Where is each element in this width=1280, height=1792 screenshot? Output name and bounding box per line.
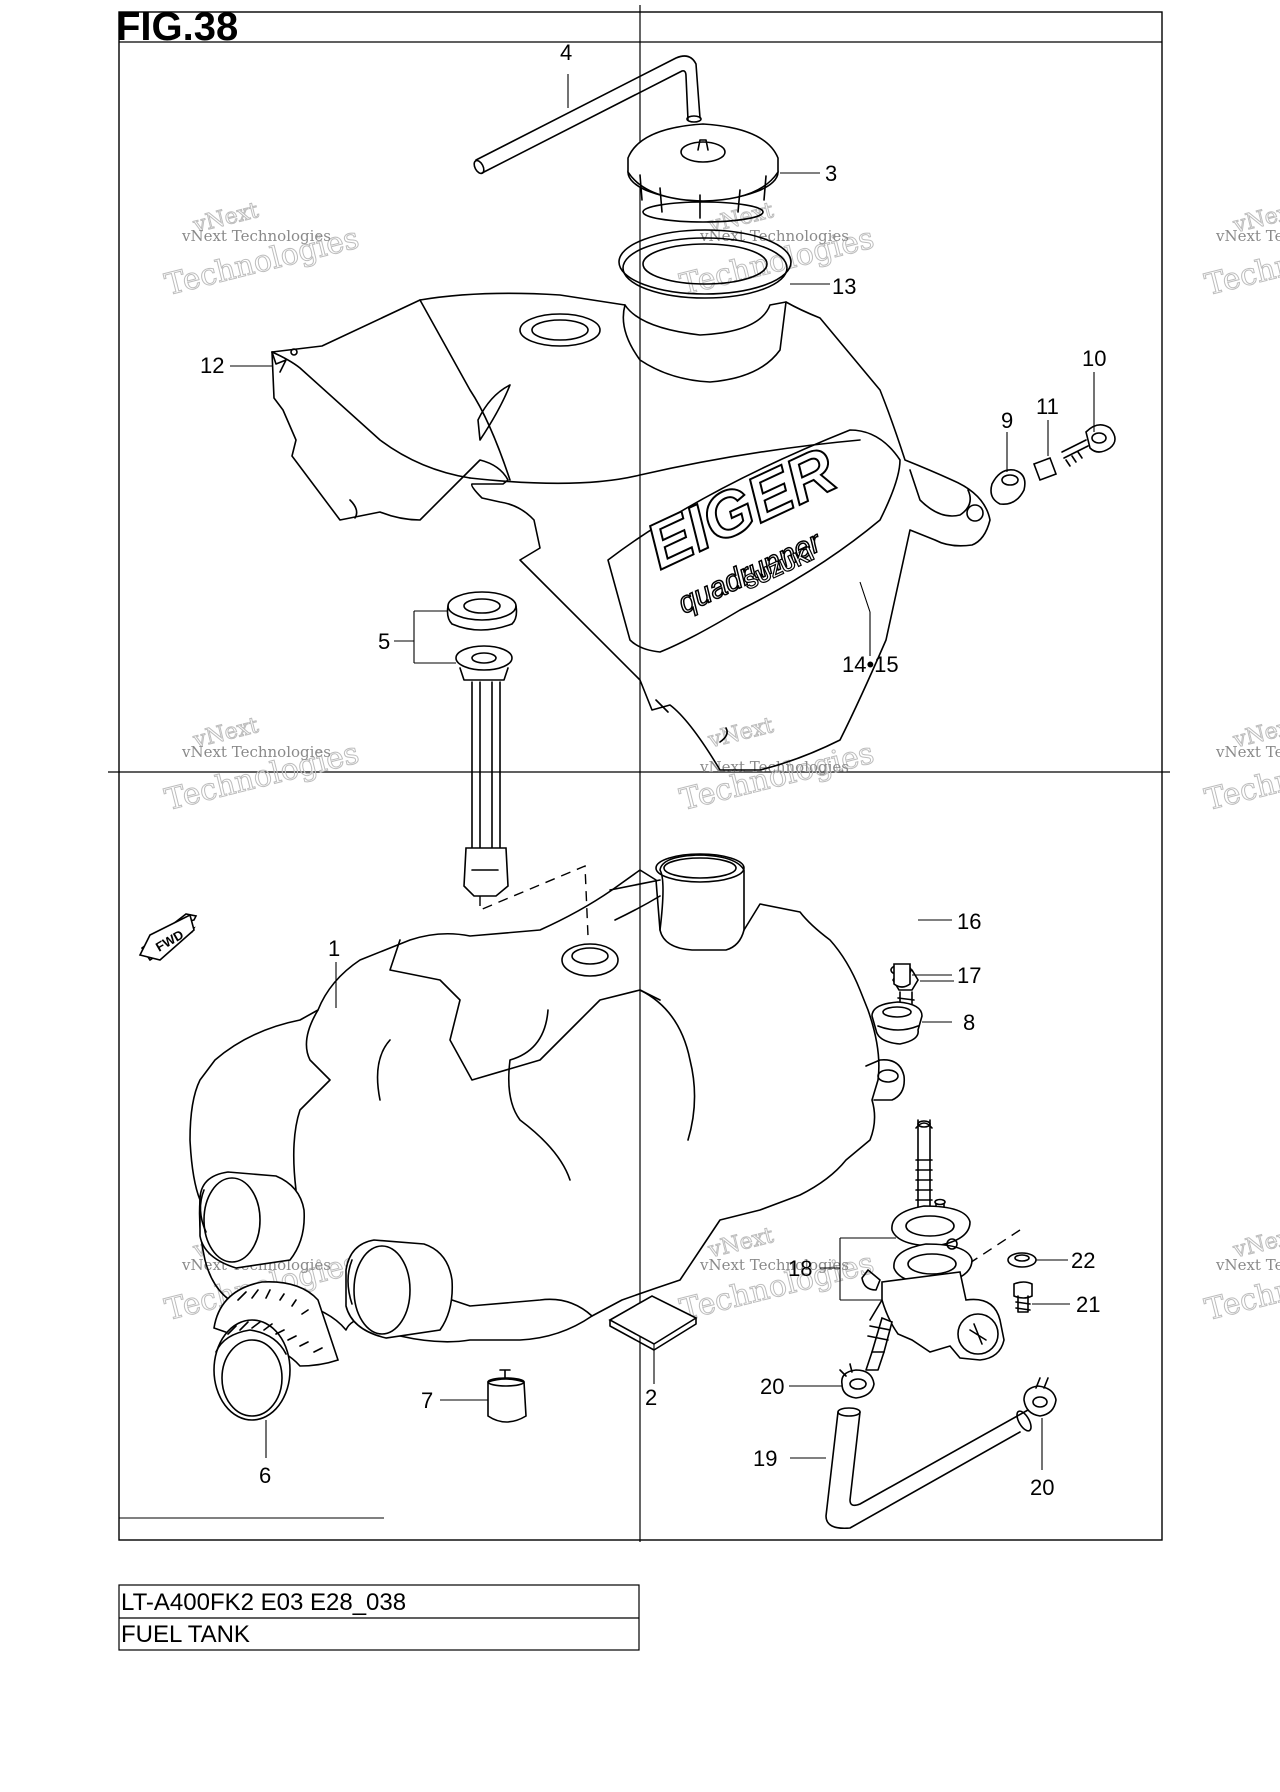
callout-3: 3: [825, 161, 837, 186]
callout-11: 11: [1036, 394, 1059, 419]
svg-text:vNext Technologies: vNext Technologies: [181, 743, 331, 761]
fuel-cock-part18: [861, 1119, 1005, 1371]
hose-clamp-part20b: [1023, 1377, 1057, 1417]
cap-gasket-part13: [618, 229, 792, 299]
cushion-part8: [871, 1001, 923, 1045]
svg-text:vNext: vNext: [705, 713, 776, 753]
cover-tab-part12: [271, 348, 298, 373]
washer-part22: [1007, 1252, 1037, 1268]
callout-4: 4: [560, 40, 572, 65]
callout-17: 17: [957, 963, 981, 988]
callout-21: 21: [1076, 1292, 1100, 1317]
fuel-cap-part3: [627, 123, 779, 223]
hose-clamp-part20a: [839, 1363, 875, 1399]
diagram-frame: [108, 5, 1170, 1542]
callout-2: 2: [645, 1385, 657, 1410]
callout-12: 12: [200, 353, 224, 378]
leader-lines: [230, 74, 1095, 1470]
boot-clamp-part6: [213, 1281, 340, 1421]
svg-text:vNext Technologies: vNext Technologies: [1215, 1256, 1280, 1274]
sender-install-line: [479, 864, 589, 937]
model-code: LT-A400FK2 E03 E28_038: [121, 1589, 406, 1616]
callout-10: 10: [1082, 346, 1106, 371]
tank-cover-part14-15: EIGER quadrunner SUZUKI: [271, 292, 991, 771]
callout-22: 22: [1071, 1248, 1095, 1273]
callout-6: 6: [259, 1463, 271, 1488]
callout-14-15: 14•15: [842, 652, 899, 677]
callout-18: 18: [788, 1256, 812, 1281]
callout-labels: 4 3 13 12 9 11 10 14•15 5 1 16 17 8 2 7 …: [200, 40, 1106, 1500]
callout-7: 7: [421, 1388, 433, 1413]
callout-13: 13: [832, 274, 856, 299]
svg-text:vNext Technologies: vNext Technologies: [1215, 743, 1280, 761]
spacer-part17: [893, 963, 911, 988]
diagram-name: FUEL TANK: [121, 1621, 250, 1648]
svg-text:vNext Technologies: vNext Technologies: [1215, 227, 1280, 245]
damper-part7: [487, 1369, 527, 1423]
screw-part21: [1013, 1281, 1033, 1313]
callout-1: 1: [328, 936, 340, 961]
forward-direction-arrow: FWD: [138, 913, 198, 962]
callout-19: 19: [753, 1446, 777, 1471]
fuel-tank-part1: [189, 853, 906, 1343]
fuel-sender-part5: [446, 591, 518, 897]
callout-8: 8: [963, 1010, 975, 1035]
callout-5: 5: [378, 629, 390, 654]
title-block: LT-A400FK2 E03 E28_038 FUEL TANK: [118, 1584, 640, 1651]
fuel-hose-part19: [825, 1407, 1032, 1530]
callout-9: 9: [1001, 408, 1013, 433]
callout-16: 16: [957, 909, 981, 934]
figure-title: FIG.38: [116, 5, 238, 49]
watermark-group: vNext Technologies vNext Technologies vN…: [161, 198, 1280, 1329]
svg-text:vNext Technologies: vNext Technologies: [181, 227, 331, 245]
mounting-hardware-parts9-11: [990, 424, 1116, 506]
breather-hose-part4: [473, 55, 702, 175]
callout-20a: 20: [760, 1374, 784, 1399]
callout-20b: 20: [1030, 1475, 1054, 1500]
svg-text:vNext Technologies: vNext Technologies: [699, 1256, 849, 1274]
